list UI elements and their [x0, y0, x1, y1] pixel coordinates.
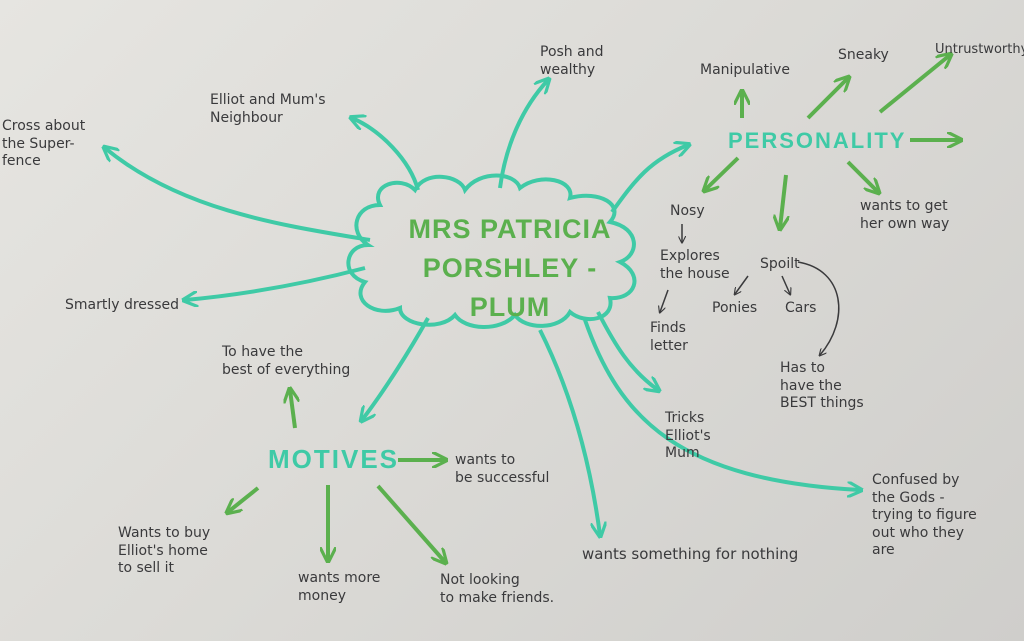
note-cars: Cars [785, 300, 817, 316]
arrow-sneaky [806, 78, 848, 120]
connector-posh [498, 80, 548, 189]
arrow-spoilt-ponies [735, 275, 749, 294]
note-more-money: wants more money [298, 570, 381, 604]
connector-smartly [185, 266, 366, 300]
note-cross: Cross about the Super- fence [2, 118, 86, 169]
connector-tricks [596, 311, 658, 390]
note-posh: Posh and wealthy [540, 44, 604, 78]
note-spoilt: Spoilt [760, 256, 800, 272]
note-ponies: Ponies [712, 300, 758, 316]
note-nosy: Nosy [670, 203, 705, 219]
note-untrustworthy: Untrustworthy [935, 42, 1024, 57]
central-cloud [346, 173, 637, 329]
arrow-spoilt-cars [781, 275, 790, 294]
note-nothing: wants something for nothing [582, 545, 799, 563]
connector-neighbour [352, 118, 420, 191]
arrow-best-everything [290, 390, 295, 429]
note-best-things: Has to have the BEST things [780, 360, 864, 411]
note-smartly: Smartly dressed [65, 297, 180, 313]
note-finds-letter: Finds letter [650, 320, 688, 354]
note-own-way: wants to get her own way [860, 198, 950, 232]
connector-nothing [538, 329, 600, 535]
connector-cross [105, 148, 371, 242]
note-neighbour: Elliot and Mum's Neighbour [210, 92, 326, 126]
note-explores: Explores the house [660, 248, 730, 282]
note-successful: wants to be successful [455, 452, 550, 486]
note-manipulative: Manipulative [700, 62, 790, 78]
note-best-everything: To have the best of everything [222, 344, 351, 378]
motives-heading: MOTIVES [268, 444, 400, 474]
arrow-buy-home [228, 486, 260, 512]
note-buy-home: Wants to buy Elliot's home to sell it [118, 525, 211, 576]
arrow-own-way [846, 160, 878, 192]
connector-personality [610, 145, 688, 214]
central-title: MRS PATRICIA PORSHLEY - PLUM [408, 214, 612, 323]
connector-motives [362, 317, 430, 420]
arrow-nosy [705, 156, 740, 190]
note-confused: Confused by the Gods - trying to figure … [872, 472, 977, 558]
arrow-explores-finds [660, 289, 669, 312]
arrow-untrustworthy [878, 55, 950, 114]
arrow-spoilt [780, 174, 786, 228]
connector-confused [583, 319, 860, 490]
note-not-friends: Not looking to make friends. [440, 572, 555, 606]
note-tricks: Tricks Elliot's Mum [665, 410, 711, 461]
note-sneaky: Sneaky [838, 47, 889, 63]
arrow-spoilt-best [797, 261, 840, 355]
personality-heading: PERSONALITY [728, 128, 907, 153]
arrow-not-friends [376, 484, 445, 562]
